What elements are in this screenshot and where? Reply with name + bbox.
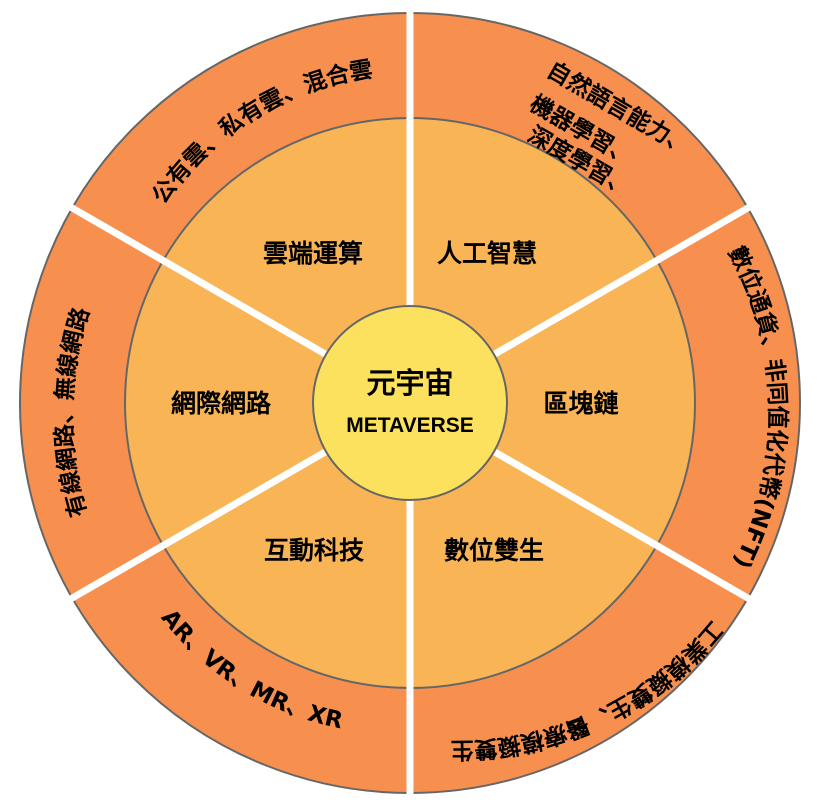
inner-label-digital-twin: 數位雙生	[444, 536, 544, 565]
center-subtitle: METAVERSE	[346, 414, 474, 437]
center-circle	[312, 305, 508, 501]
inner-label-ai: 人工智慧	[437, 239, 537, 268]
center-title: 元宇宙	[366, 366, 453, 400]
inner-label-cloud: 雲端運算	[263, 239, 363, 268]
inner-label-blockchain: 區塊鏈	[543, 389, 618, 418]
inner-label-internet: 網際網路	[171, 389, 272, 418]
inner-label-interactive: 互動科技	[264, 536, 364, 565]
